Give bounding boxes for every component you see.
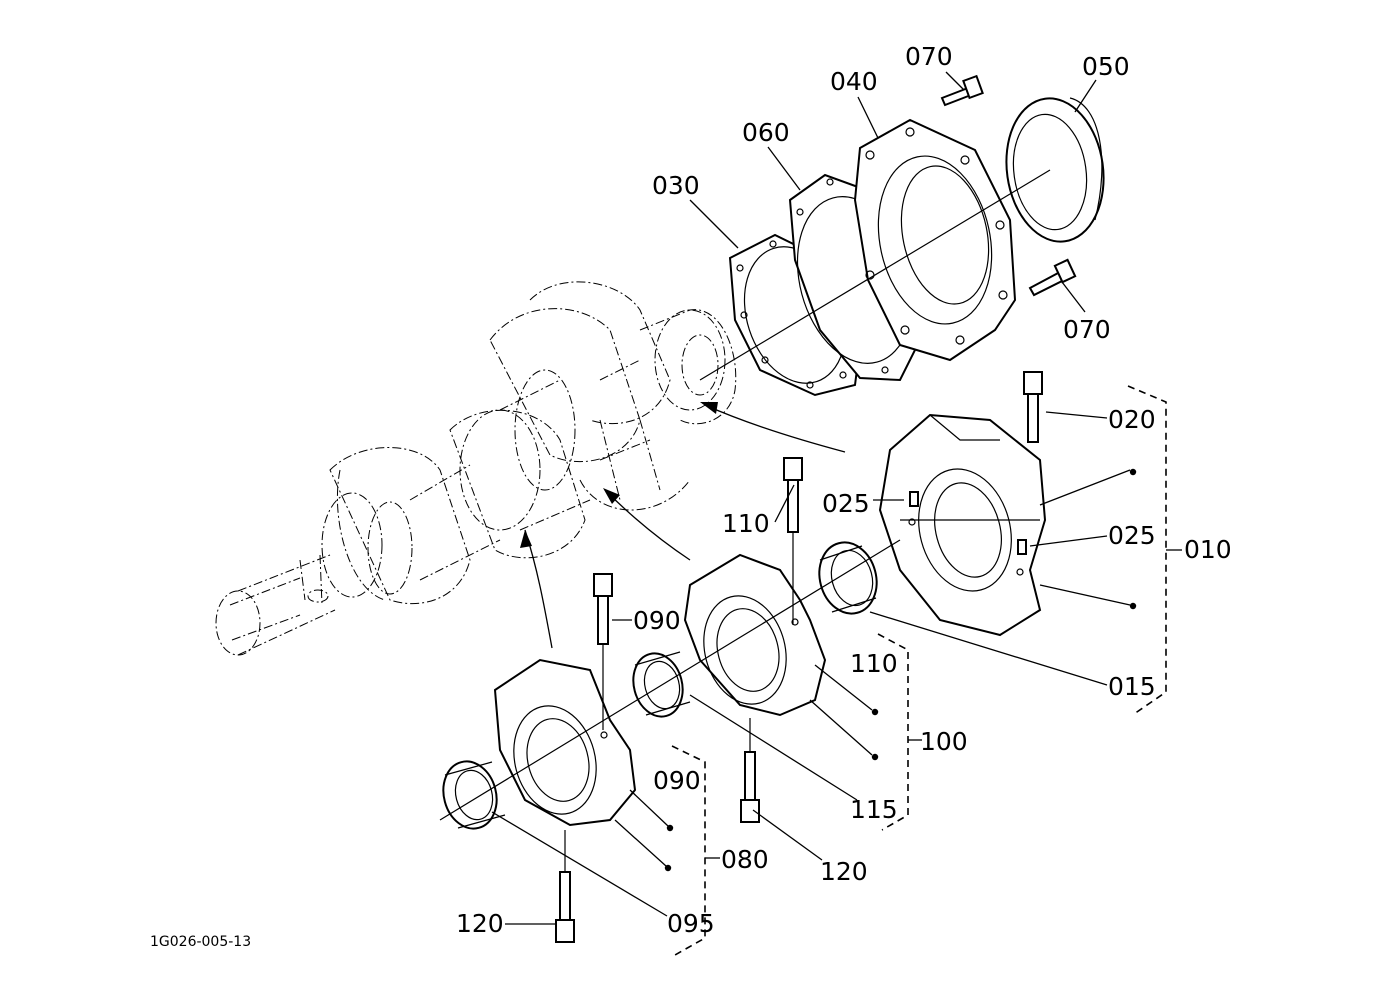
- label-010: 010: [1184, 535, 1232, 564]
- bearing-case-010: [878, 413, 1047, 637]
- label-120-right: 120: [820, 857, 868, 886]
- label-090-right: 090: [653, 766, 701, 795]
- centerline-rear: [699, 169, 1051, 381]
- bearing-case-100: [683, 553, 827, 717]
- label-040: 040: [830, 67, 878, 96]
- bolt-070-bottom: [1028, 258, 1077, 297]
- pin-025: [909, 491, 1027, 555]
- label-080: 080: [721, 845, 769, 874]
- assembly-dots: [664, 468, 1137, 872]
- bolt-110: [783, 457, 803, 533]
- label-070-bottom: 070: [1063, 315, 1111, 344]
- assembly-brackets: [671, 385, 1182, 956]
- label-120-left: 120: [456, 909, 504, 938]
- label-090-top: 090: [633, 606, 681, 635]
- label-020: 020: [1108, 405, 1156, 434]
- label-025-right: 025: [1108, 521, 1156, 550]
- bearing-115: [632, 651, 691, 718]
- part-labels: 070 050 040 060 030 070 020 025 025 010 …: [150, 42, 1232, 950]
- label-030: 030: [652, 171, 700, 200]
- label-025-left: 025: [822, 489, 870, 518]
- bolt-120-front: [555, 871, 575, 943]
- label-015: 015: [1108, 672, 1156, 701]
- oil-seal-050: [1005, 97, 1105, 243]
- assembly-arrows: [520, 402, 846, 649]
- label-100: 100: [920, 727, 968, 756]
- label-050: 050: [1082, 52, 1130, 81]
- bolt-070-top: [940, 74, 984, 107]
- label-070-top: 070: [905, 42, 953, 71]
- label-115: 115: [850, 795, 898, 824]
- bearing-case-080: [493, 658, 637, 827]
- bolt-120-centre: [740, 751, 760, 823]
- crankshaft-phantom: [215, 281, 737, 656]
- leader-lines: [491, 71, 1131, 925]
- label-060: 060: [742, 118, 790, 147]
- bolt-axes: [564, 532, 794, 872]
- bolt-090: [593, 573, 613, 645]
- drawing-code: 1G026-005-13: [150, 934, 251, 950]
- label-110-top: 110: [722, 509, 770, 538]
- seal-case-040: [853, 118, 1017, 362]
- bearing-015: [818, 541, 878, 615]
- label-110-right: 110: [850, 649, 898, 678]
- bearing-095: [442, 760, 506, 830]
- label-095: 095: [667, 909, 715, 938]
- centerline-front: [439, 539, 901, 821]
- bolt-020: [1023, 371, 1043, 443]
